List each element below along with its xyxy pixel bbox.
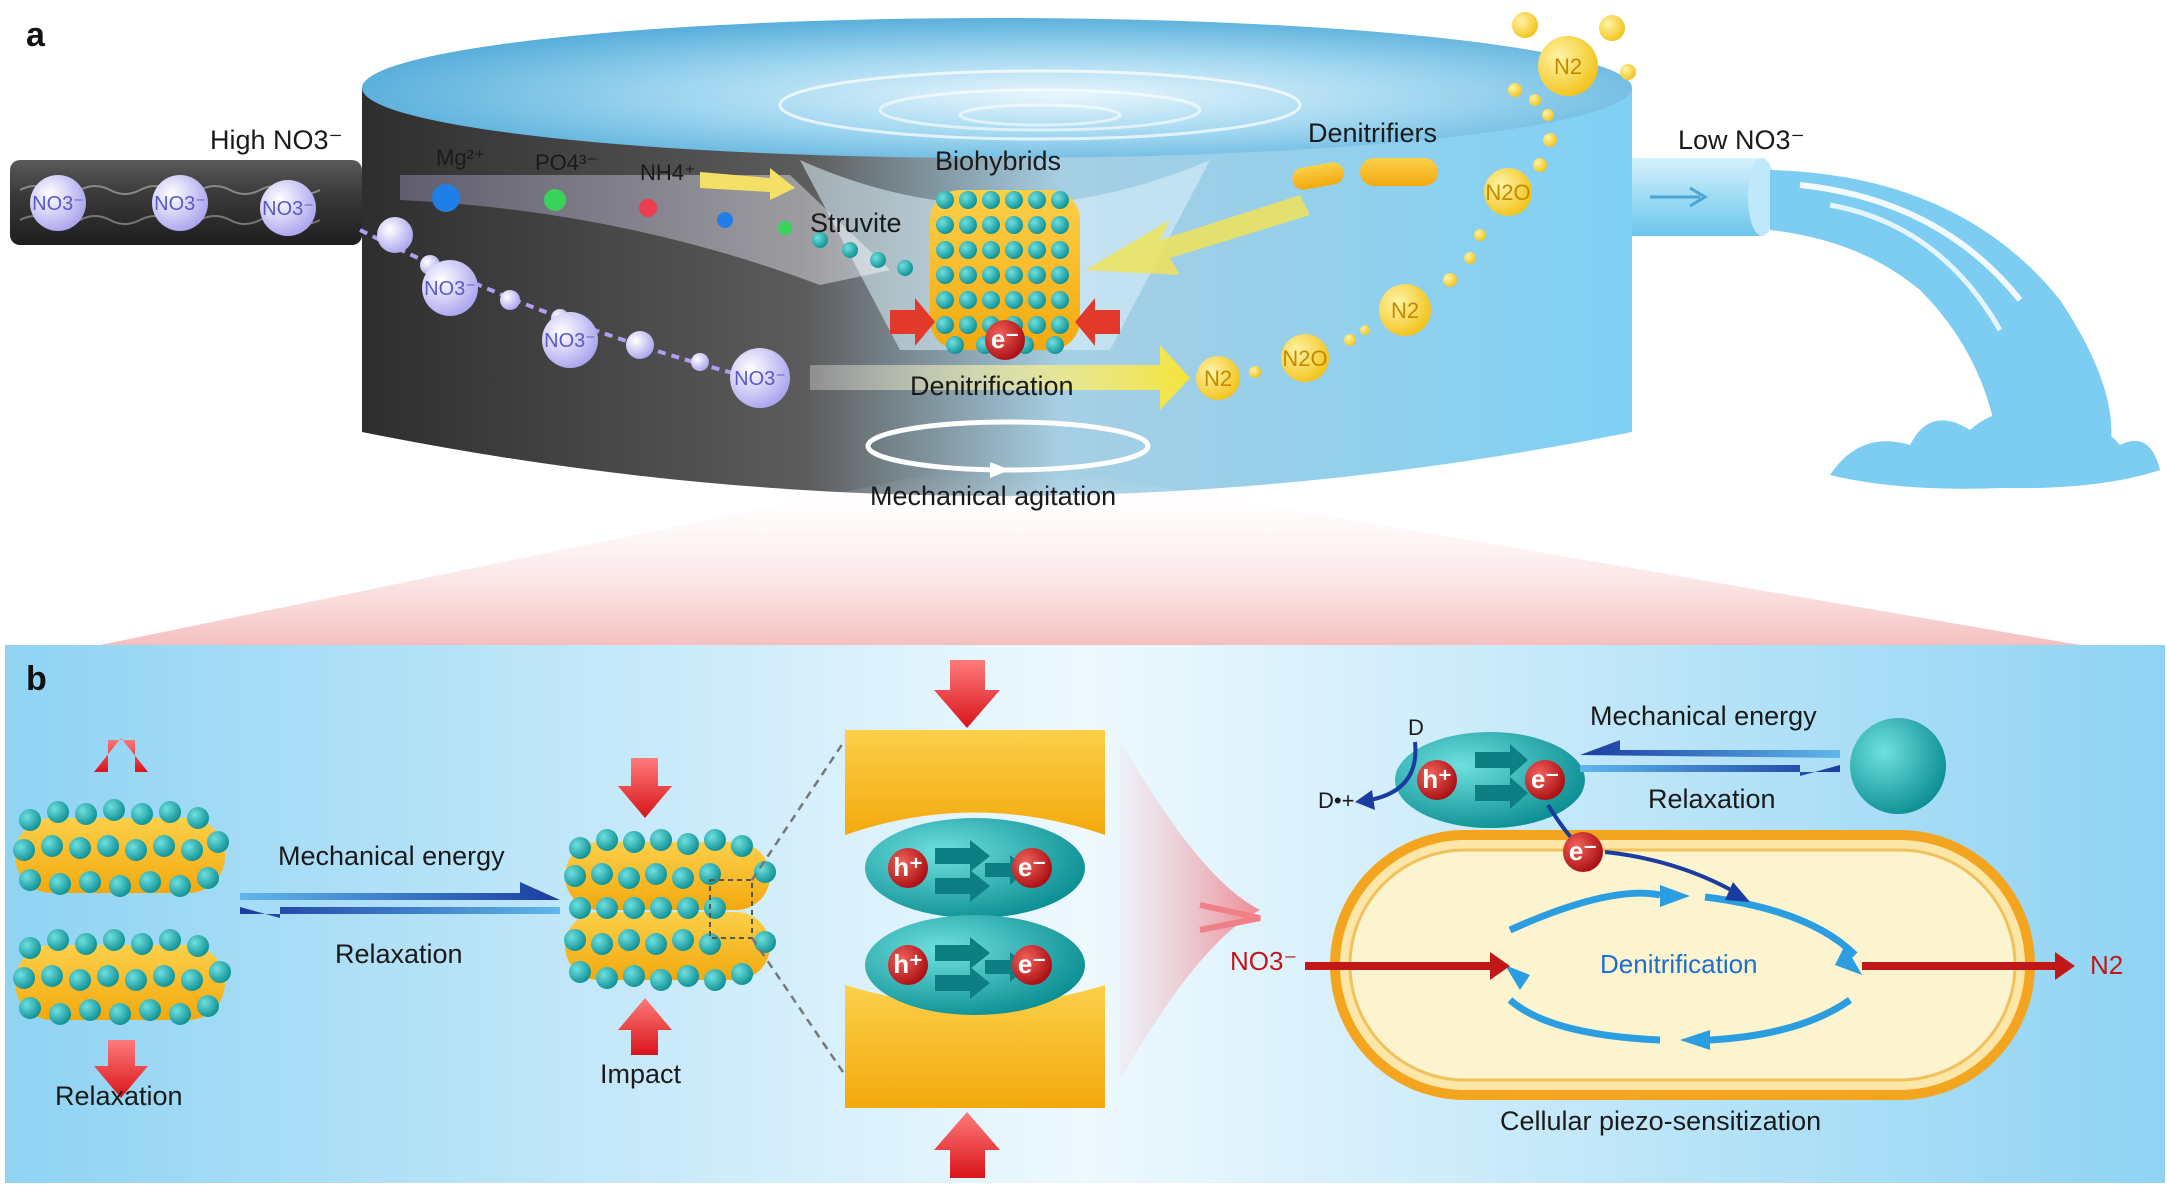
transferred-electron bbox=[1563, 832, 1603, 872]
stretch-arrow-up-icon bbox=[94, 738, 148, 772]
cell-forward-arrow-icon bbox=[1580, 740, 1840, 758]
n2o-molecule: N2O bbox=[1281, 334, 1329, 382]
forward-arrow-icon bbox=[240, 882, 560, 900]
struvite-label: Struvite bbox=[810, 208, 902, 238]
nh4-ion bbox=[639, 199, 657, 217]
agitation-arrow-icon bbox=[990, 462, 1010, 478]
outlet-label: Low NO3⁻ bbox=[1678, 125, 1805, 155]
nitrate-ion: NO3⁻ bbox=[422, 260, 478, 316]
denitrifier-cell bbox=[1360, 158, 1438, 186]
cell-mechanical-energy-label: Mechanical energy bbox=[1590, 701, 1817, 731]
mg-ion bbox=[432, 184, 460, 212]
nitrate-ion: NO3⁻ bbox=[30, 175, 86, 231]
mechanical-energy-label: Mechanical energy bbox=[278, 841, 505, 871]
nitrate-ion: NO3⁻ bbox=[152, 175, 208, 231]
zoomed-interface: h⁺ e⁻ h⁺ e⁻ bbox=[845, 730, 1105, 1108]
n2-out-label: N2 bbox=[2090, 950, 2123, 980]
svg-text:e⁻: e⁻ bbox=[1018, 852, 1046, 882]
cell-reverse-arrow-icon bbox=[1580, 765, 1840, 776]
cell-piezo-particle: h⁺ e⁻ bbox=[1395, 732, 1585, 828]
stretch-arrow-down-icon bbox=[94, 1040, 148, 1098]
nitrate-ion: NO3⁻ bbox=[542, 312, 598, 368]
relaxation-label: Relaxation bbox=[335, 939, 463, 969]
donor-arrow-icon bbox=[1369, 741, 1418, 802]
panel-a: a High NO3⁻ NO3⁻ NO3⁻ NO3⁻ bbox=[10, 12, 2160, 645]
compressed-biohybrid bbox=[564, 829, 776, 991]
panel-a-label: a bbox=[26, 16, 46, 54]
svg-text:h⁺: h⁺ bbox=[893, 852, 923, 882]
denitrification-label: Denitrification bbox=[910, 371, 1074, 401]
caption-label: Cellular piezo-sensitization bbox=[1500, 1106, 1821, 1136]
left-relaxation-label: Relaxation bbox=[55, 1081, 183, 1111]
impact-label: Impact bbox=[600, 1059, 682, 1089]
denitrification-cycle bbox=[1507, 889, 1858, 1044]
svg-text:N2O: N2O bbox=[1485, 180, 1530, 205]
biohybrid-rod bbox=[13, 799, 229, 897]
flow-arrow-icon bbox=[1085, 195, 1310, 275]
svg-text:h⁺: h⁺ bbox=[1422, 764, 1452, 794]
press-arrow-up-icon bbox=[934, 1112, 1000, 1178]
biohybrid-cluster: e⁻ bbox=[930, 190, 1080, 360]
nh4-ion-label: NH4⁺ bbox=[640, 160, 696, 185]
cell-relaxation-label: Relaxation bbox=[1648, 784, 1776, 814]
denitrifier-cell bbox=[1292, 162, 1344, 190]
svg-text:NO3⁻: NO3⁻ bbox=[262, 198, 314, 220]
water-stream bbox=[1770, 170, 2112, 460]
nanoparticle bbox=[1850, 718, 1946, 814]
cell-denitrification-label: Denitrification bbox=[1600, 949, 1758, 979]
inlet-label: High NO3⁻ bbox=[210, 125, 343, 155]
n2-molecule: N2 bbox=[1196, 356, 1240, 400]
svg-text:e⁻: e⁻ bbox=[1569, 836, 1597, 866]
svg-text:NO3⁻: NO3⁻ bbox=[734, 368, 786, 390]
reverse-arrow-icon bbox=[240, 907, 560, 918]
nitrate-in-arrow-icon bbox=[1305, 952, 1510, 980]
n2-out-arrow-icon bbox=[1862, 952, 2075, 980]
n2-molecule: N2 bbox=[1538, 36, 1598, 96]
svg-text:e⁻: e⁻ bbox=[991, 324, 1019, 354]
biohybrid-rod bbox=[13, 929, 231, 1025]
po4-ion-label: PO4³⁻ bbox=[535, 150, 598, 175]
svg-text:e⁻: e⁻ bbox=[1531, 764, 1559, 794]
svg-text:N2: N2 bbox=[1204, 366, 1232, 391]
panel-b-label: b bbox=[26, 660, 47, 698]
svg-text:N2: N2 bbox=[1554, 54, 1582, 79]
po4-ion bbox=[544, 189, 566, 211]
tank-water-surface bbox=[362, 18, 1632, 158]
svg-text:N2O: N2O bbox=[1282, 346, 1327, 371]
svg-text:N2: N2 bbox=[1391, 298, 1419, 323]
piezo-particle: h⁺ e⁻ bbox=[865, 915, 1085, 1015]
compress-arrow-right-icon bbox=[1075, 298, 1120, 346]
svg-text:e⁻: e⁻ bbox=[1018, 949, 1046, 979]
donor-oxidized-label: D•+ bbox=[1318, 788, 1354, 813]
svg-text:NO3⁻: NO3⁻ bbox=[154, 193, 206, 215]
svg-text:h⁺: h⁺ bbox=[893, 949, 923, 979]
water-splash bbox=[1830, 412, 2160, 489]
panel-b: b Relaxation Mechanical energy Relaxatio bbox=[5, 645, 2165, 1183]
n2o-molecule: N2O bbox=[1484, 168, 1532, 216]
denitrifiers-label: Denitrifiers bbox=[1308, 118, 1437, 148]
mg-ion-label: Mg²⁺ bbox=[436, 145, 486, 170]
donor-label: D bbox=[1408, 715, 1424, 740]
biohybrids-label: Biohybrids bbox=[935, 146, 1061, 176]
agitation-label: Mechanical agitation bbox=[870, 481, 1116, 511]
nitrate-in-label: NO3⁻ bbox=[1230, 946, 1297, 976]
press-arrow-up-icon bbox=[618, 998, 672, 1055]
svg-text:NO3⁻: NO3⁻ bbox=[424, 278, 476, 300]
n2-molecule: N2 bbox=[1379, 284, 1431, 336]
zoom-fan bbox=[1120, 740, 1260, 1080]
piezo-particle: h⁺ e⁻ bbox=[865, 818, 1085, 918]
svg-text:NO3⁻: NO3⁻ bbox=[544, 330, 596, 352]
compress-arrow-left-icon bbox=[890, 298, 935, 346]
zoom-box bbox=[709, 879, 753, 939]
nitrate-ion: NO3⁻ bbox=[730, 348, 790, 408]
press-arrow-down-icon bbox=[618, 758, 672, 818]
nitrate-ion: NO3⁻ bbox=[260, 180, 316, 236]
svg-text:NO3⁻: NO3⁻ bbox=[32, 193, 84, 215]
flow-arrow-icon bbox=[700, 168, 795, 200]
zoom-beam bbox=[100, 470, 2080, 645]
press-arrow-down-icon bbox=[934, 660, 1000, 728]
